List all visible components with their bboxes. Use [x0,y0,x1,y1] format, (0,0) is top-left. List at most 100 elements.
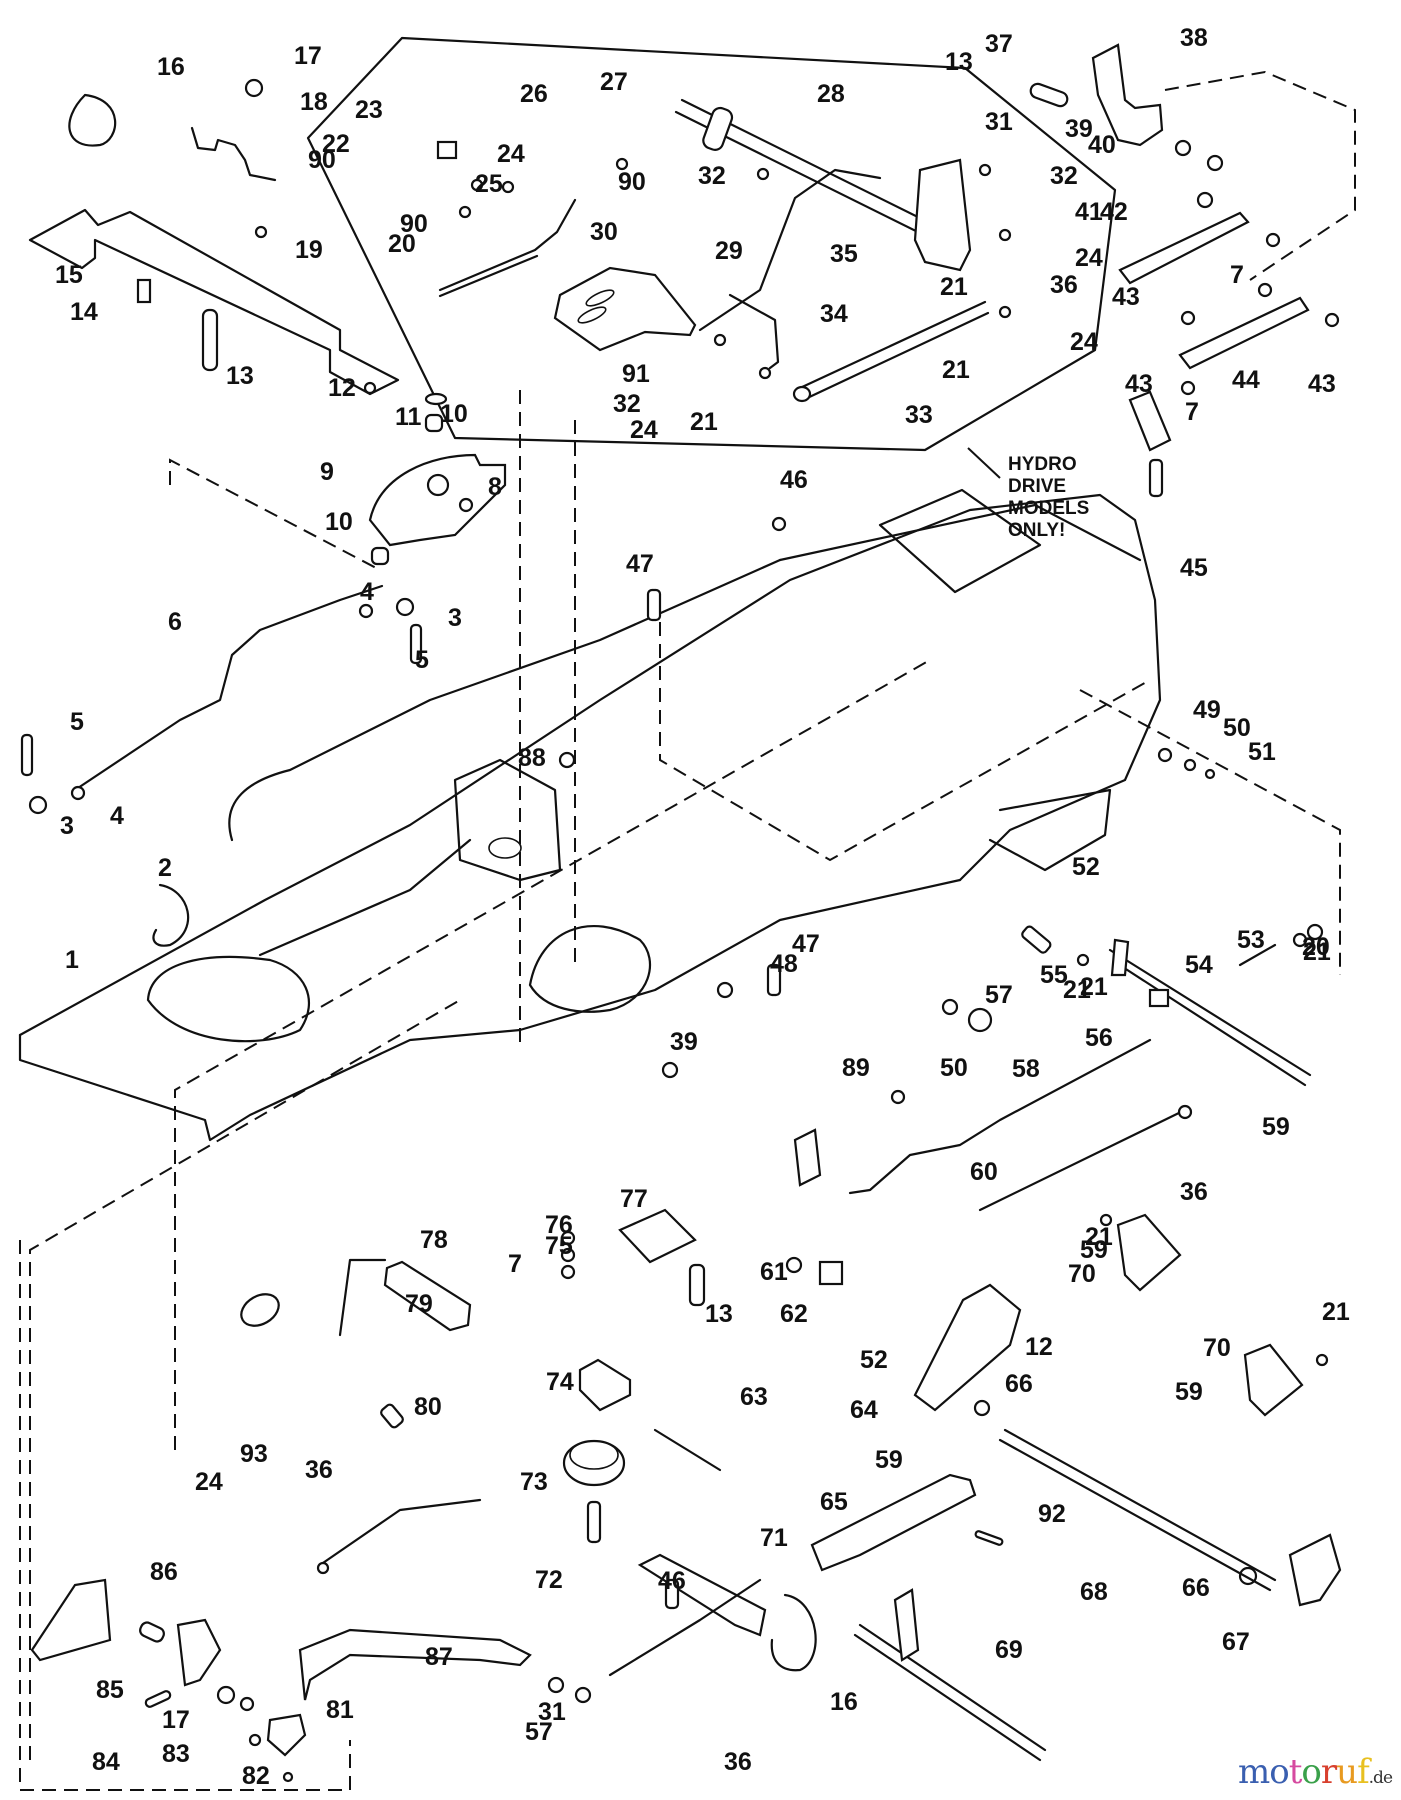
part-label-69: 69 [995,1636,1023,1664]
washer-91 [713,333,727,347]
nut-12 [363,381,377,395]
watermark-letter: o [1269,1752,1290,1792]
washer-21 [998,228,1012,242]
nut-8 [458,497,474,513]
cable-36b [318,1498,482,1567]
part-label-36c: 36 [305,1456,333,1484]
watermark-letters: motoruf [1238,1752,1370,1792]
part-label-8: 8 [488,473,502,501]
plate-85 [30,1578,112,1662]
part-label-70a: 70 [1068,1260,1096,1288]
part-label-2: 2 [158,854,172,882]
part-label-20a: 20 [388,230,416,258]
part-label-90b: 90 [400,210,428,238]
spring-53 [1238,943,1277,967]
bolt-47 [646,588,662,622]
part-label-91: 91 [622,360,650,388]
part-label-17b: 17 [162,1706,190,1734]
washer-83b [239,1696,255,1712]
gasket-93 [240,1293,280,1327]
part-label-13a: 13 [226,362,254,390]
part-label-32c: 32 [613,390,641,418]
washer-31 [978,163,992,177]
part-label-77: 77 [620,1185,648,1213]
part-label-27: 27 [600,68,628,96]
hydro-note-line-4: ONLY! [1008,520,1065,541]
rod-33 [798,300,990,402]
part-label-74: 74 [546,1368,574,1396]
washer-57 [941,998,959,1016]
part-label-21d: 21 [940,273,968,301]
bolt-52 [1021,925,1052,954]
bracket-81 [266,1713,307,1757]
pedal-arm-87 [298,1628,532,1701]
part-label-65: 65 [820,1488,848,1516]
part-label-60: 60 [970,1158,998,1186]
washer-75 [560,1247,576,1263]
clip-51 [1204,768,1216,780]
washer-21b [998,305,1012,319]
bolt-80 [380,1403,404,1429]
part-label-29: 29 [715,237,743,265]
assembly-guide [29,999,461,1760]
part-label-38: 38 [1180,24,1208,52]
part-label-21f: 21 [1063,976,1091,1004]
ball-joint-3 [395,597,415,617]
bolt-46b [664,1578,680,1610]
nut-40 [1206,154,1224,172]
watermark-letter: o [1301,1752,1322,1792]
part-label-59c: 59 [1175,1378,1203,1406]
trunnion-block [913,158,972,272]
part-label-18: 18 [300,88,328,116]
rod-60 [848,1038,1152,1195]
rear-housing [778,503,1142,562]
part-label-57b: 57 [525,1718,553,1746]
hydro-group-outline [306,36,1117,452]
washer-11 [424,392,448,406]
part-label-51: 51 [1248,738,1276,766]
part-label-75: 75 [545,1232,573,1260]
assembly-guide [1164,70,1356,281]
pedal-arm-78 [338,1258,387,1337]
hydro-note-leader [967,447,1001,479]
part-label-3b: 3 [60,812,74,840]
bracket-69 [893,1588,920,1662]
washer-21 [1292,932,1308,948]
part-label-79: 79 [405,1290,433,1318]
part-label-26: 26 [520,80,548,108]
plate-29 [553,266,697,352]
pedal-bracket-hole [488,837,522,859]
part-label-4a: 4 [360,578,374,606]
part-label-21a: 21 [1080,973,1108,1001]
part-label-31a: 31 [985,108,1013,136]
part-label-70b: 70 [1203,1334,1231,1362]
part-label-5b: 5 [70,708,84,736]
part-label-41: 41 [1075,198,1103,226]
part-label-84: 84 [92,1748,120,1776]
washer-17 [248,1733,262,1747]
sector-plate-70b [1243,1343,1304,1417]
nut-76 [560,1230,576,1246]
assembly-guide [1079,689,1341,975]
part-label-45: 45 [1180,554,1208,582]
part-label-12b: 12 [1025,1333,1053,1361]
bolt-13 [201,308,219,372]
bushing-10b [370,546,390,566]
frame-1 [18,390,1341,1791]
sector-gear-9 [368,453,507,547]
part-label-90a: 90 [308,146,336,174]
part-label-21b: 21 [1085,1223,1113,1251]
part-label-36a: 36 [1050,271,1078,299]
nut-43b [1324,312,1340,328]
rod-35 [698,168,882,332]
part-label-36d: 36 [724,1748,752,1776]
bracket-block [1128,390,1172,452]
bolt-47b [766,963,782,997]
nut-20 [458,205,472,219]
frame-side-panel [988,788,1112,872]
watermark-letter: u [1336,1752,1358,1792]
lower-center-group [240,1208,844,1677]
rear-well [878,488,1042,594]
washer-57 [574,1686,592,1704]
